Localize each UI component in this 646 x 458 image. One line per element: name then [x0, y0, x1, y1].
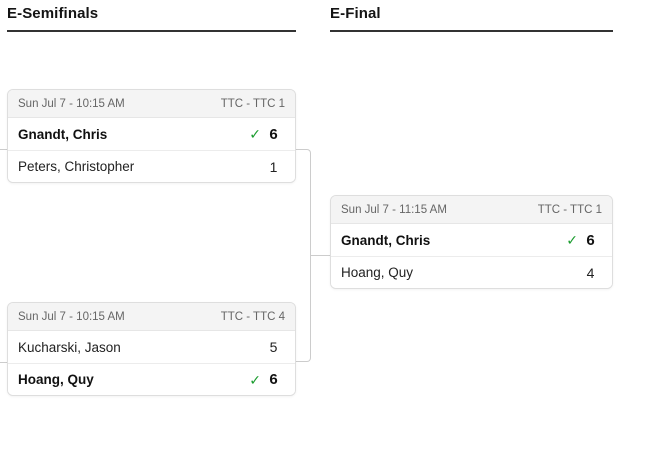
check-icon: ✓	[249, 126, 261, 142]
player-row: Peters, Christopher 1	[8, 150, 295, 182]
player-score: 6	[586, 231, 595, 249]
player-score: 6	[269, 371, 278, 388]
match-header: Sun Jul 7 - 11:15 AM TTC - TTC 1	[331, 196, 612, 224]
player-name: Hoang, Quy	[18, 372, 94, 387]
round-title: E-Final	[330, 5, 381, 22]
bracket-line-in-top	[0, 149, 7, 150]
match-venue: TTC - TTC 4	[220, 310, 285, 323]
match-datetime: Sun Jul 7 - 10:15 AM	[18, 97, 125, 110]
match-header: Sun Jul 7 - 10:15 AM TTC - TTC 1	[8, 90, 295, 118]
match-card-semifinal-1[interactable]: Sun Jul 7 - 10:15 AM TTC - TTC 1 Gnandt,…	[7, 89, 296, 183]
player-row: Gnandt, Chris ✓ 6	[8, 118, 295, 150]
player-row: Hoang, Quy ✓ 6	[8, 363, 295, 395]
player-score: 5	[269, 339, 278, 355]
match-datetime: Sun Jul 7 - 10:15 AM	[18, 310, 125, 323]
player-row: Hoang, Quy 4	[331, 256, 612, 288]
player-name: Gnandt, Chris	[18, 126, 108, 142]
check-icon: ✓	[249, 371, 261, 388]
match-card-final[interactable]: Sun Jul 7 - 11:15 AM TTC - TTC 1 Gnandt,…	[330, 195, 613, 289]
player-score: 1	[269, 158, 278, 175]
match-venue: TTC - TTC 1	[220, 97, 285, 110]
match-card-semifinal-2[interactable]: Sun Jul 7 - 10:15 AM TTC - TTC 4 Kuchars…	[7, 302, 296, 396]
player-row: Gnandt, Chris ✓ 6	[331, 224, 612, 256]
player-name: Hoang, Quy	[341, 265, 414, 280]
round-title: E-Semifinals	[7, 5, 99, 22]
player-score: 6	[269, 125, 278, 143]
bracket-line-elbow	[296, 149, 311, 362]
check-icon: ✓	[566, 232, 578, 248]
round-header-final: E-Final	[330, 5, 613, 32]
player-score: 4	[586, 264, 595, 281]
match-venue: TTC - TTC 1	[537, 203, 602, 216]
match-header: Sun Jul 7 - 10:15 AM TTC - TTC 4	[8, 303, 295, 331]
round-header-semifinals: E-Semifinals	[7, 5, 296, 32]
bracket-line-in-bottom	[0, 362, 7, 363]
player-name: Kucharski, Jason	[18, 339, 121, 355]
player-name: Peters, Christopher	[18, 159, 135, 174]
bracket-line-to-final	[311, 255, 330, 256]
match-datetime: Sun Jul 7 - 11:15 AM	[341, 203, 447, 216]
player-row: Kucharski, Jason 5	[8, 331, 295, 363]
player-name: Gnandt, Chris	[341, 232, 431, 248]
